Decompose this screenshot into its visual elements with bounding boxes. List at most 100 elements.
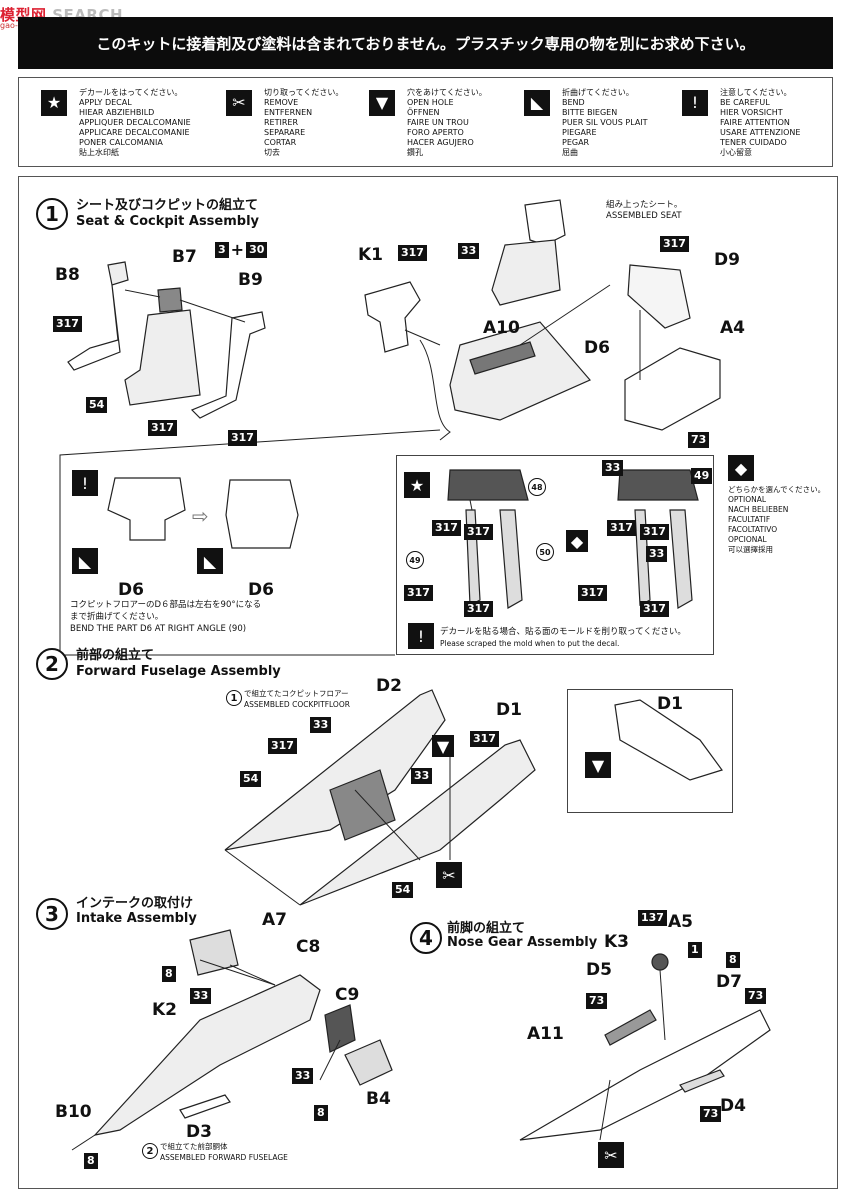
color-code: 317: [640, 524, 669, 540]
legend-line: TENER CUIDADO: [720, 138, 787, 147]
warning-banner: このキットに接着剤及び塗料は含まれておりません。プラスチック専用の物を別にお求め…: [18, 17, 833, 69]
part-label-d3: D3: [186, 1122, 212, 1142]
symbol-legend: ★ デカールをはってください。 APPLY DECAL HIEAR ABZIEH…: [18, 77, 833, 167]
step-2-sub-en: ASSEMBLED COCKPITFLOOR: [244, 700, 350, 709]
part-label-d1: D1: [496, 700, 522, 720]
step-2-title-en: Forward Fuselage Assembly: [76, 664, 281, 679]
color-code: 317: [53, 316, 82, 332]
color-code: 317: [148, 420, 177, 436]
step-ref-2: 2: [142, 1143, 158, 1159]
color-code: 8: [314, 1105, 328, 1121]
color-code: 317: [640, 601, 669, 617]
legend-line: デカールをはってください。: [79, 88, 183, 97]
color-code: 8: [84, 1153, 98, 1169]
bend-note-en: BEND THE PART D6 AT RIGHT ANGLE (90): [70, 624, 247, 634]
seat-note-jp: 組み上ったシート。: [606, 200, 683, 210]
optional-line: OPCIONAL: [728, 535, 767, 544]
legend-line: ÖFFNEN: [407, 108, 440, 117]
legend-line: CORTAR: [264, 138, 297, 147]
star-icon: ★: [41, 90, 67, 116]
part-label-a10: A10: [483, 318, 520, 338]
arrow-right-icon: ⇨: [192, 504, 209, 528]
legend-line: PONER CALCOMANIA: [79, 138, 163, 147]
step-3-title-jp: インテークの取付け: [76, 896, 194, 911]
step-4-title-jp: 前脚の組立て: [447, 921, 526, 936]
step-4-number: 4: [410, 922, 442, 954]
color-code: 33: [602, 460, 624, 476]
color-code: 73: [745, 988, 767, 1004]
d1-inset: [567, 689, 733, 813]
color-code: 317: [404, 585, 433, 601]
step-ref-1: 1: [226, 690, 242, 706]
part-label-d2: D2: [376, 676, 402, 696]
step-2-sub-jp: で組立てたコクピットフロアー: [244, 689, 349, 698]
seat-note-en: ASSEMBLED SEAT: [606, 211, 682, 221]
legend-line: 注意してください。: [720, 88, 792, 97]
color-code: 8: [726, 952, 740, 968]
bend-note-jp-1: コクピットフロアーのD６部品は左右を90°になる: [70, 600, 262, 610]
step-3-sub-jp: で組立てた前部胴体: [160, 1142, 228, 1151]
decal-note-en: Please scraped the mold when to put the …: [440, 639, 620, 648]
step-1-title-en: Seat & Cockpit Assembly: [76, 214, 260, 229]
optional-icon: ◆: [566, 530, 588, 552]
color-code: 54: [240, 771, 262, 787]
color-code: 73: [700, 1106, 722, 1122]
optional-line: 可以選擇採用: [728, 545, 773, 554]
legend-line: APPLICARE DECALCOMANIE: [79, 128, 190, 137]
step-1-title-jp: シート及びコクピットの組立て: [76, 198, 259, 213]
part-label-a7: A7: [262, 910, 287, 930]
part-label-d1-inset: D1: [657, 694, 683, 714]
part-label-d7: D7: [716, 972, 742, 992]
legend-line: 貼上水印紙: [79, 148, 119, 157]
legend-line: 折曲げてください。: [562, 88, 634, 97]
optional-line: FACOLTATIVO: [728, 525, 778, 534]
part-label-b4: B4: [366, 1089, 391, 1109]
part-label-c8: C8: [296, 937, 321, 957]
part-label-d6: D6: [584, 338, 610, 358]
star-icon: ★: [404, 472, 430, 498]
bend-icon: ◣: [72, 548, 98, 574]
legend-line: OPEN HOLE: [407, 98, 454, 107]
color-code: 317: [464, 524, 493, 540]
part-label-d9: D9: [714, 250, 740, 270]
legend-line: 穴をあけてください。: [407, 88, 487, 97]
color-code: 30: [246, 241, 268, 258]
part-label-k2: K2: [152, 1000, 178, 1020]
color-code: 317: [268, 738, 297, 754]
color-code: 49: [691, 468, 713, 484]
color-code: 54: [392, 882, 414, 898]
legend-line: 屈曲: [562, 148, 578, 157]
color-code: 73: [586, 993, 608, 1009]
legend-line: APPLY DECAL: [79, 98, 132, 107]
part-label-a5: A5: [668, 912, 693, 932]
bend-icon: ◣: [197, 548, 223, 574]
bend-icon: ◣: [524, 90, 550, 116]
color-code: 317: [464, 601, 493, 617]
step-3-title-en: Intake Assembly: [76, 911, 197, 926]
legend-line: REMOVE: [264, 98, 299, 107]
legend-line: ENTFERNEN: [264, 108, 313, 117]
cut-icon: ✂: [226, 90, 252, 116]
optional-legend: どちらかを選んでください。 OPTIONAL NACH BELIEBEN FAC…: [728, 485, 825, 555]
optional-line: どちらかを選んでください。: [728, 485, 826, 494]
part-label-b10: B10: [55, 1102, 92, 1122]
color-circle: 48: [528, 478, 546, 496]
color-code: 317: [660, 236, 689, 252]
part-label-d5: D5: [586, 960, 612, 980]
color-code: 317: [228, 430, 257, 446]
color-code: 317: [578, 585, 607, 601]
color-circle: 49: [406, 551, 424, 569]
color-code: 317: [398, 245, 427, 261]
legend-line: SEPARARE: [264, 128, 306, 137]
color-code: 33: [190, 988, 212, 1004]
part-label-d4: D4: [720, 1096, 746, 1116]
optional-line: FACULTATIF: [728, 515, 771, 524]
color-code: 137: [638, 910, 667, 926]
step-1-number: 1: [36, 198, 68, 230]
legend-line: BITTE BIEGEN: [562, 108, 618, 117]
step-3-sub-en: ASSEMBLED FORWARD FUSELAGE: [160, 1153, 288, 1162]
legend-line: PUER SIL VOUS PLAIT: [562, 118, 648, 127]
part-label-b8: B8: [55, 265, 80, 285]
color-code: 54: [86, 397, 108, 413]
legend-line: FAIRE UN TROU: [407, 118, 469, 127]
